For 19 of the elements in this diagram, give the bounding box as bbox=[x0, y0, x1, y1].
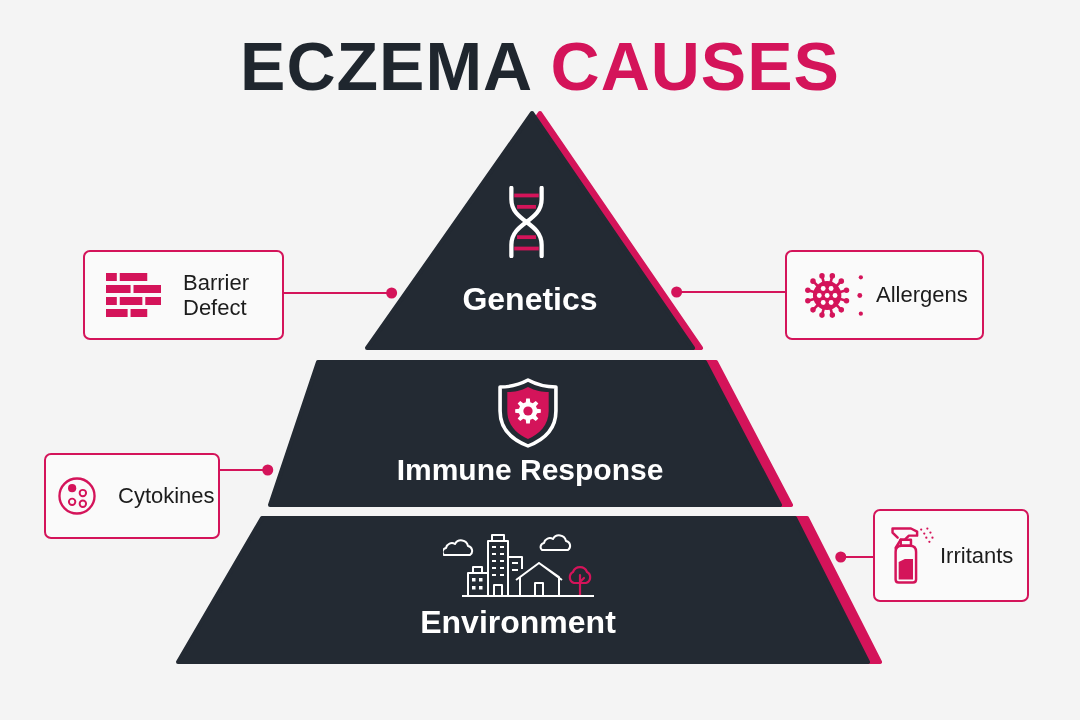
connector-line bbox=[671, 286, 786, 298]
title: ECZEMA CAUSES bbox=[240, 32, 840, 100]
connector-line bbox=[283, 287, 398, 299]
cause-label: Cytokines bbox=[118, 483, 215, 509]
cause-card bbox=[785, 250, 984, 340]
tier-label: Genetics bbox=[462, 282, 598, 318]
cause-label: Irritants bbox=[940, 542, 1014, 569]
tier-label: Environment bbox=[420, 605, 616, 641]
pyramid-tier bbox=[365, 110, 705, 352]
cause-card bbox=[83, 250, 284, 340]
cause-card bbox=[44, 453, 220, 539]
tier-label: Immune Response bbox=[396, 452, 664, 486]
pyramid-tier bbox=[270, 360, 794, 508]
connector-line bbox=[219, 464, 274, 476]
cause-label: Allergens bbox=[876, 282, 968, 308]
cause-card bbox=[873, 509, 1029, 602]
cause-label: Barrier Defect bbox=[183, 269, 249, 321]
pyramid-tier bbox=[176, 516, 884, 666]
connector-line bbox=[835, 551, 874, 563]
